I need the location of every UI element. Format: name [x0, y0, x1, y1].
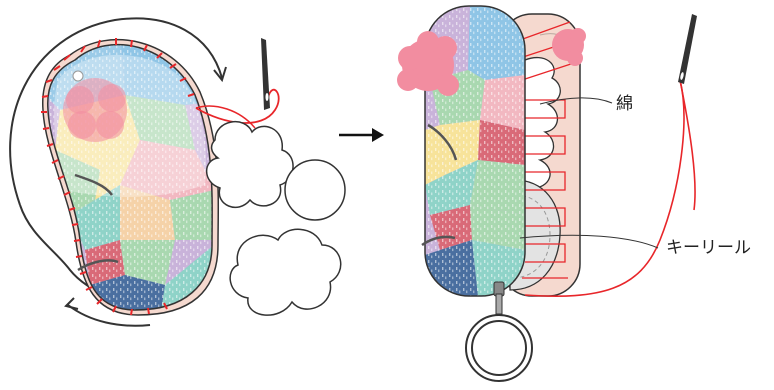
needle-icon [678, 14, 697, 84]
cotton-label: 綿 [616, 96, 633, 113]
right-figure [397, 6, 697, 381]
left-figure [10, 18, 345, 325]
cotton-clouds [207, 122, 345, 315]
needle-icon [261, 38, 270, 110]
key-reel-label: キーリール [666, 240, 751, 257]
key-ring-icon [466, 282, 532, 381]
pompom [63, 78, 127, 142]
patchwork-fabric [40, 30, 230, 320]
arrow-right-icon [339, 128, 384, 142]
